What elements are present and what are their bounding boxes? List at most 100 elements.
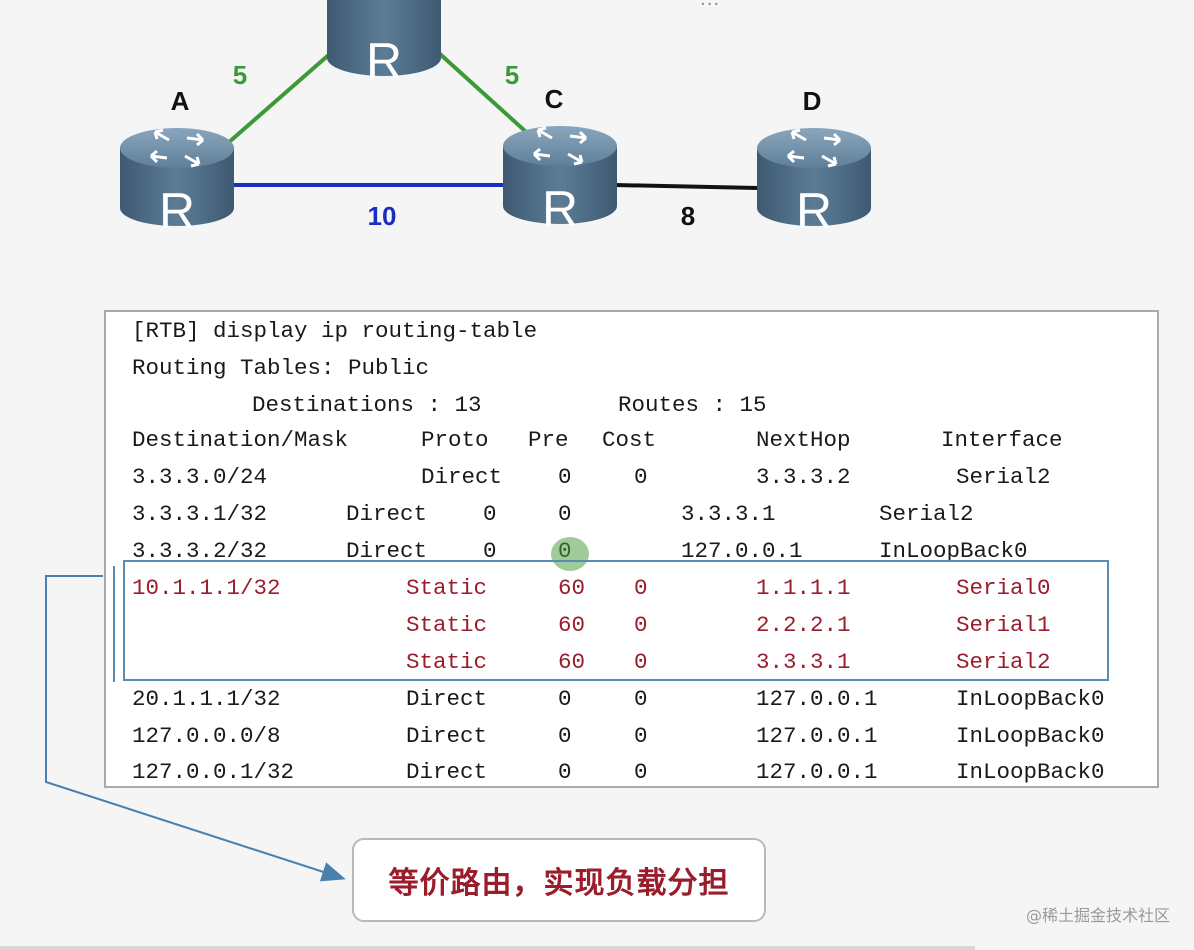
row-dest: 127.0.0.1/32 <box>132 759 295 785</box>
row-dest: 3.3.3.1/32 <box>132 501 268 527</box>
table-row-static: 10.1.1.1/32 Static 60 0 1.1.1.1 Serial0 <box>106 573 1157 603</box>
row-dest: 3.3.3.0/24 <box>132 464 268 490</box>
router-b: R <box>327 0 441 89</box>
row-iface: Serial0 <box>956 575 1051 601</box>
row-proto: Direct <box>406 686 488 712</box>
header-cost: Cost <box>602 427 657 453</box>
row-nexthop: 127.0.0.1 <box>681 538 803 564</box>
row-iface: InLoopBack0 <box>956 759 1105 785</box>
svg-text:R: R <box>542 181 578 237</box>
row-cost: 0 <box>634 464 648 490</box>
header-destination: Destination/Mask <box>132 427 349 453</box>
node-label-d: D <box>803 86 822 116</box>
svg-text:R: R <box>159 183 195 239</box>
row-iface: Serial2 <box>956 649 1051 675</box>
pointer-highlight <box>551 537 589 571</box>
row-cost: 0 <box>634 723 648 749</box>
network-topology: R R R R A C D 5 5 10 8 <box>118 0 873 239</box>
row-nexthop: 3.3.3.1 <box>756 649 851 675</box>
row-iface: InLoopBack0 <box>879 538 1028 564</box>
row-proto: Static <box>406 612 488 638</box>
row-cost: 0 <box>558 501 572 527</box>
table-row: 3.3.3.1/32 Direct 0 0 3.3.3.1 Serial2 <box>106 499 1157 529</box>
row-cost: 0 <box>634 759 648 785</box>
bottom-strip <box>0 946 975 950</box>
table-row: 3.3.3.2/32 Direct 0 0 127.0.0.1 InLoopBa… <box>106 536 1157 566</box>
row-dest: 10.1.1.1/32 <box>132 575 281 601</box>
cost-label-a-c: 10 <box>368 201 397 231</box>
table-row-static: Static 60 0 3.3.3.1 Serial2 <box>106 647 1157 677</box>
row-pre: 0 <box>558 759 572 785</box>
node-label-c: C <box>545 84 564 114</box>
cost-label-a-b: 5 <box>233 60 247 90</box>
row-iface: InLoopBack0 <box>956 686 1105 712</box>
row-pre: 0 <box>558 723 572 749</box>
row-iface: InLoopBack0 <box>956 723 1105 749</box>
row-proto: Static <box>406 575 488 601</box>
router-c: R <box>501 124 619 237</box>
row-nexthop: 127.0.0.1 <box>756 686 878 712</box>
routing-table-terminal: [RTB] display ip routing-table Routing T… <box>104 310 1159 788</box>
row-pre: 60 <box>558 575 586 601</box>
row-nexthop: 3.3.3.1 <box>681 501 776 527</box>
header-nexthop: NextHop <box>756 427 851 453</box>
row-proto: Direct <box>346 538 428 564</box>
router-a: R <box>118 126 236 239</box>
row-cost: 0 <box>634 612 648 638</box>
link-a-b <box>218 43 342 152</box>
cost-label-c-d: 8 <box>681 201 695 231</box>
row-proto: Direct <box>421 464 503 490</box>
destinations-count: Destinations : 13 <box>252 392 482 418</box>
row-nexthop: 2.2.2.1 <box>756 612 851 638</box>
row-proto: Direct <box>406 759 488 785</box>
row-pre: 0 <box>483 538 497 564</box>
row-pre: 0 <box>558 686 572 712</box>
row-proto: Direct <box>346 501 428 527</box>
row-nexthop: 3.3.3.2 <box>756 464 851 490</box>
row-pre: 60 <box>558 612 586 638</box>
link-c-d <box>614 183 759 190</box>
table-row: 20.1.1.1/32 Direct 0 0 127.0.0.1 InLoopB… <box>106 684 1157 714</box>
header-proto: Proto <box>421 427 489 453</box>
row-dest: 3.3.3.2/32 <box>132 538 268 564</box>
row-nexthop: 1.1.1.1 <box>756 575 851 601</box>
row-cost: 0 <box>634 686 648 712</box>
row-iface: Serial2 <box>956 464 1051 490</box>
row-nexthop: 127.0.0.1 <box>756 759 878 785</box>
row-pre: 0 <box>558 464 572 490</box>
row-proto: Direct <box>406 723 488 749</box>
bracket-line <box>113 566 115 682</box>
table-header: Destination/Mask Proto Pre Cost NextHop … <box>106 425 1157 455</box>
router-d: R <box>755 126 873 239</box>
header-pre: Pre <box>528 427 569 453</box>
row-pre: 60 <box>558 649 586 675</box>
svg-text:R: R <box>796 183 832 239</box>
row-cost: 0 <box>634 649 648 675</box>
watermark: @稀土掘金技术社区 <box>1025 906 1170 925</box>
cost-label-b-c: 5 <box>505 60 519 90</box>
table-row: 127.0.0.1/32 Direct 0 0 127.0.0.1 InLoop… <box>106 757 1157 787</box>
table-row: 127.0.0.0/8 Direct 0 0 127.0.0.1 InLoopB… <box>106 721 1157 751</box>
equal-cost-routes-box <box>123 560 1109 681</box>
header-interface: Interface <box>941 427 1063 453</box>
more-dots-icon: ··· <box>700 0 721 15</box>
command-line: [RTB] display ip routing-table <box>132 318 538 344</box>
link-b-c <box>428 43 537 142</box>
svg-text:R: R <box>366 33 402 89</box>
row-proto: Static <box>406 649 488 675</box>
row-dest: 127.0.0.0/8 <box>132 723 281 749</box>
table-row-static: Static 60 0 2.2.2.1 Serial1 <box>106 610 1157 640</box>
row-dest: 20.1.1.1/32 <box>132 686 281 712</box>
row-iface: Serial1 <box>956 612 1051 638</box>
row-iface: Serial2 <box>879 501 974 527</box>
node-label-a: A <box>171 86 190 116</box>
routing-tables-line: Routing Tables: Public <box>132 355 430 381</box>
row-cost: 0 <box>634 575 648 601</box>
row-pre: 0 <box>483 501 497 527</box>
row-nexthop: 127.0.0.1 <box>756 723 878 749</box>
callout-text: 等价路由，实现负载分担 <box>388 866 730 901</box>
routes-count: Routes : 15 <box>618 392 767 418</box>
callout-box: 等价路由，实现负载分担 <box>352 838 766 922</box>
table-row: 3.3.3.0/24 Direct 0 0 3.3.3.2 Serial2 <box>106 462 1157 492</box>
